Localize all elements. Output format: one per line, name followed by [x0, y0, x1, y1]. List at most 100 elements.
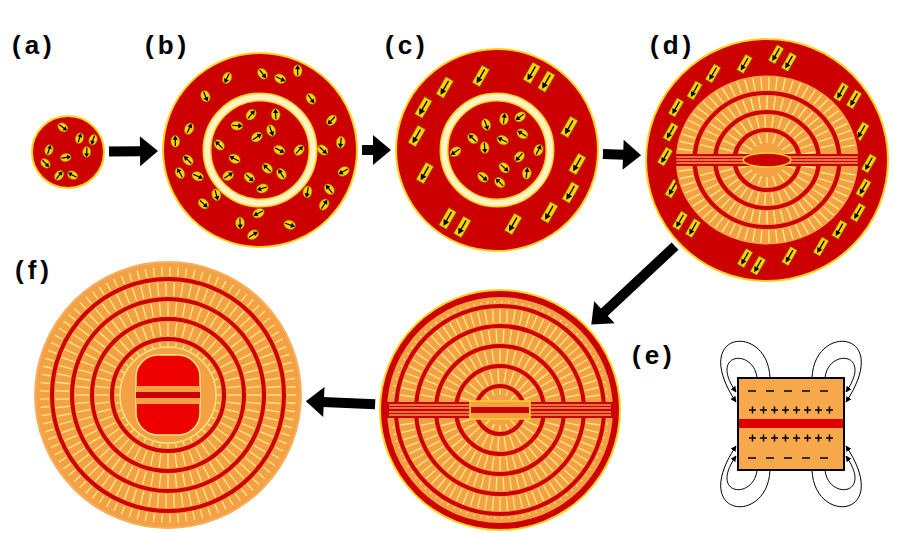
polarization-tick — [151, 324, 154, 338]
panel-label: (e) — [632, 340, 676, 370]
domain-arrow-head — [670, 108, 678, 115]
ferroelectric-domain — [562, 182, 580, 204]
polarization-tick — [167, 474, 168, 488]
polarization-tick — [782, 144, 791, 150]
domain-body — [833, 82, 849, 102]
polarization-tick — [85, 430, 98, 436]
polarization-tick — [466, 512, 468, 514]
polarization-tick — [229, 473, 238, 484]
polarization-tick — [200, 272, 202, 281]
dipole-arrow-head — [252, 211, 258, 218]
polarization-tick — [215, 504, 219, 512]
polarization-tick — [97, 409, 111, 412]
polarization-tick — [838, 130, 851, 135]
dipole-arrow-shaft — [175, 139, 176, 146]
polarization-tick — [188, 492, 191, 506]
polarization-tick — [220, 361, 232, 368]
polarization-tick — [120, 439, 129, 449]
polarization-tick — [271, 332, 279, 336]
dipole-body — [324, 113, 339, 128]
polarization-tick — [134, 447, 141, 459]
polarization-tick — [793, 205, 800, 217]
domain-body — [685, 218, 701, 238]
polarization-tick — [189, 450, 194, 463]
dipole — [43, 143, 54, 156]
polarization-tick — [508, 301, 510, 303]
ferroelectric-domain — [861, 154, 877, 174]
polarization-tick — [183, 473, 186, 487]
polarization-tick — [117, 294, 123, 306]
dipole-arrow-shaft — [42, 160, 47, 165]
dipole-arrow-head — [187, 122, 194, 128]
polarization-tick — [560, 441, 572, 447]
polarization-tick — [235, 493, 240, 500]
dipole — [66, 169, 80, 181]
dipole-body — [322, 182, 337, 197]
polarization-tick — [447, 380, 459, 387]
dipole — [199, 89, 212, 104]
polarization-tick — [742, 100, 747, 112]
polarization-tick — [257, 345, 270, 351]
polarization-tick — [83, 321, 94, 330]
polarization-tick — [784, 120, 790, 131]
dipole-arrow-shaft — [518, 153, 523, 158]
polarization-tick — [239, 430, 252, 436]
polarization-tick — [528, 336, 534, 349]
polarization-tick — [229, 306, 238, 317]
polarization-tick — [127, 335, 135, 347]
polarization-tick — [758, 134, 761, 144]
polarization-tick — [737, 226, 742, 238]
polarization-tick — [149, 284, 151, 298]
polarization-tick — [267, 402, 281, 403]
dipole-body — [271, 108, 280, 120]
polarization-tick — [45, 429, 54, 432]
domain-arrow-shaft — [820, 241, 825, 249]
dipole-arrow-shaft — [307, 187, 308, 194]
dipole-arrow-head — [449, 150, 456, 157]
dipole-arrow-head — [273, 109, 279, 113]
dipole — [448, 145, 463, 159]
polarization-tick — [281, 354, 290, 357]
polarization-tick — [78, 327, 89, 335]
polarization-tick — [249, 451, 261, 459]
domain-body — [668, 98, 684, 118]
polarization-tick — [97, 378, 111, 381]
polarization-tick — [89, 466, 99, 476]
polarization-tick — [85, 354, 98, 360]
polarization-tick — [466, 471, 472, 484]
dipole-arrow-shaft — [204, 92, 207, 99]
polarization-tick — [832, 117, 844, 124]
dipole-body — [476, 170, 491, 185]
polarization-tick — [392, 427, 394, 429]
polarization-tick — [99, 448, 109, 457]
dipole-body — [336, 136, 346, 149]
polarization-tick — [778, 174, 784, 182]
polarization-tick — [132, 489, 136, 502]
polarization-tick — [512, 351, 516, 365]
polarization-tick — [190, 348, 192, 352]
domain-body — [705, 64, 721, 84]
ferroelectric-domain — [831, 220, 847, 240]
polarization-tick — [497, 437, 499, 451]
polarization-tick — [457, 367, 467, 377]
dipole-body — [87, 133, 98, 146]
domain-body — [672, 211, 688, 231]
dipole-body — [196, 196, 211, 211]
polarization-tick — [492, 350, 494, 364]
ferroelectric-domain — [414, 97, 432, 119]
ferroelectric-domain — [672, 211, 688, 231]
polarization-tick — [137, 271, 139, 280]
dipole-arrow-head — [228, 170, 234, 177]
polarization-tick — [57, 414, 71, 417]
dipole — [183, 121, 196, 136]
polarization-tick — [95, 471, 104, 482]
polarization-tick — [522, 333, 527, 346]
dipole — [317, 197, 331, 212]
polarization-tick — [285, 370, 294, 372]
polarization-tick — [528, 305, 530, 307]
domain-wall-strip — [739, 419, 843, 428]
polarization-tick — [222, 501, 226, 509]
polarization-tick — [518, 354, 523, 367]
polarization-tick — [175, 443, 177, 447]
polarization-tick — [499, 309, 500, 323]
